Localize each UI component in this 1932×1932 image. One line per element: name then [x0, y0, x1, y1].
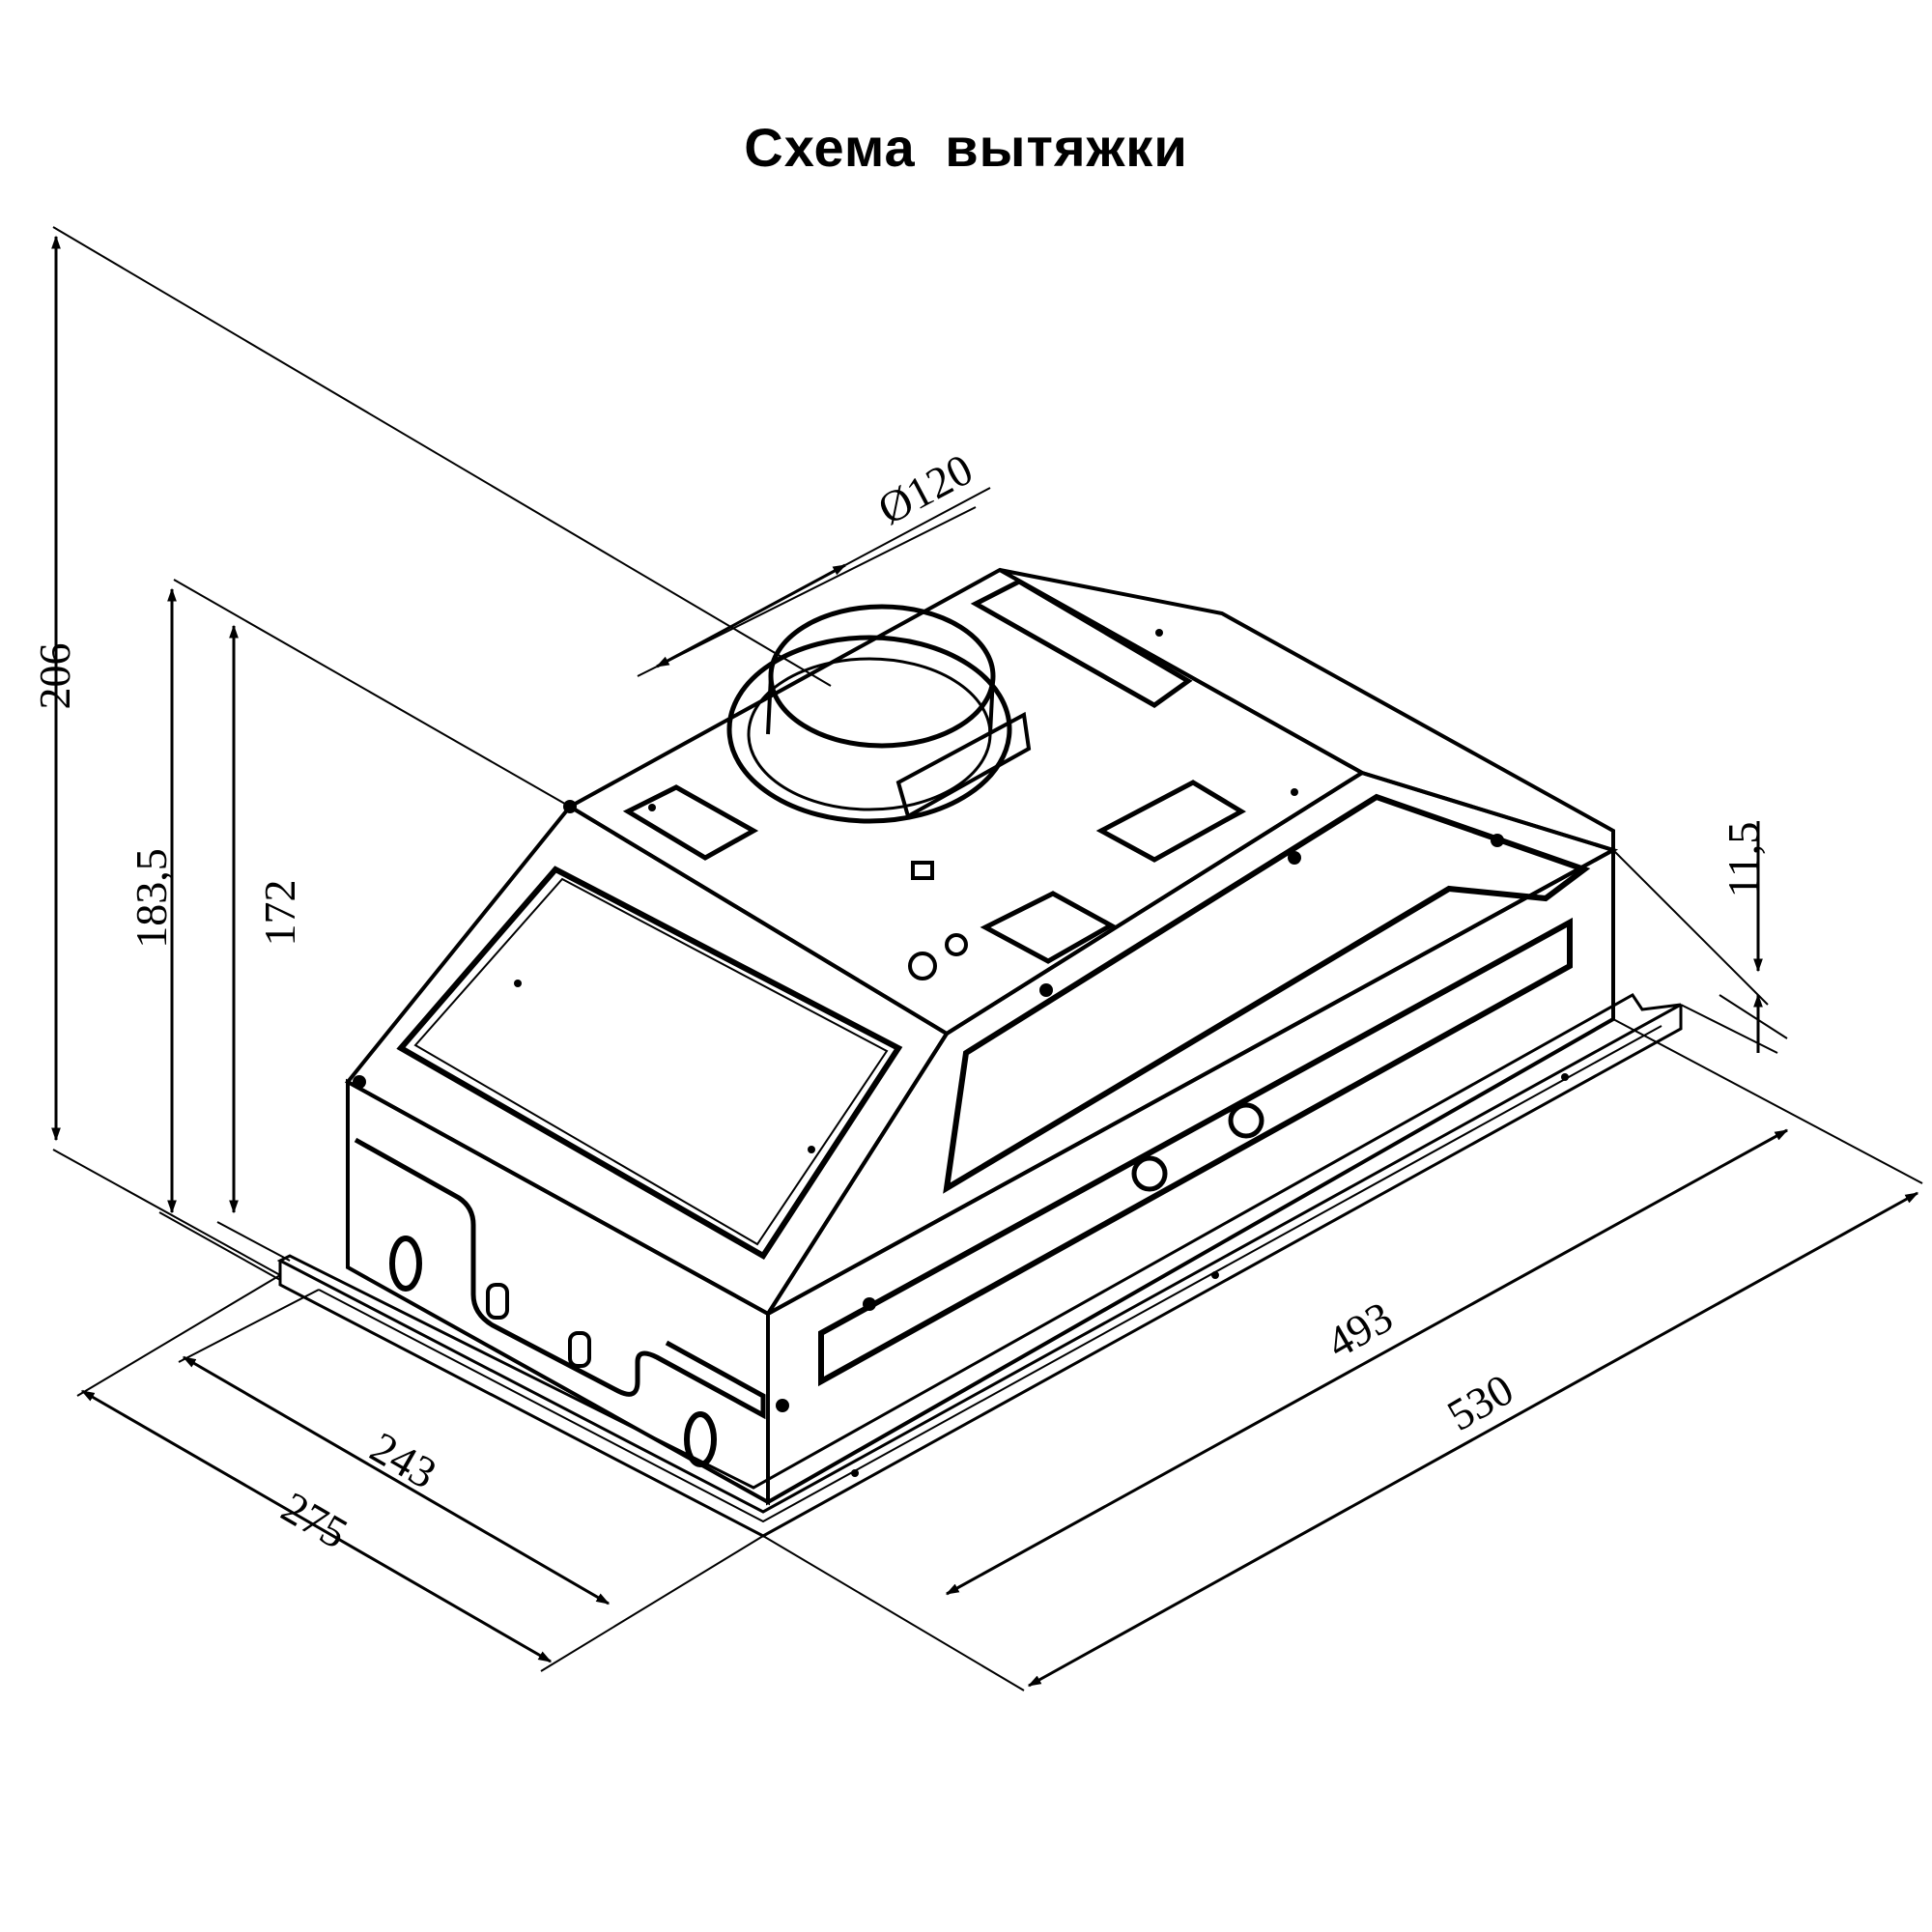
dim-183-5-label: 183,5	[127, 848, 176, 949]
top-pad-left	[622, 784, 759, 861]
dimensions	[51, 226, 1923, 1691]
dim-line-d120	[655, 563, 847, 668]
dim-line-530	[1027, 1191, 1919, 1688]
base-plate	[276, 993, 1682, 1514]
side-slot	[818, 917, 1573, 1387]
page-title: Схема вытяжки	[744, 117, 1188, 178]
dim-line-275	[80, 1389, 553, 1663]
dim-493-label: 493	[1319, 1292, 1401, 1368]
front-cutout	[354, 1137, 766, 1420]
rear-slope	[999, 568, 1615, 853]
dim-275-label: 275	[273, 1482, 355, 1558]
sloped-panel	[344, 804, 950, 1317]
top-pad-right	[970, 579, 1193, 708]
sloped-window	[396, 866, 903, 1261]
dim-11-5-label: 11,5	[1719, 822, 1768, 898]
top-face	[565, 567, 1366, 1037]
dim-172-label: 172	[255, 880, 304, 947]
dim-243-label: 243	[362, 1422, 444, 1498]
duct-collar	[726, 604, 1032, 980]
dim-line-493	[945, 1128, 1789, 1596]
dim-530-label: 530	[1439, 1364, 1521, 1440]
dim-d120-label: Ø120	[870, 444, 980, 534]
dim-206-label: 206	[30, 643, 79, 710]
